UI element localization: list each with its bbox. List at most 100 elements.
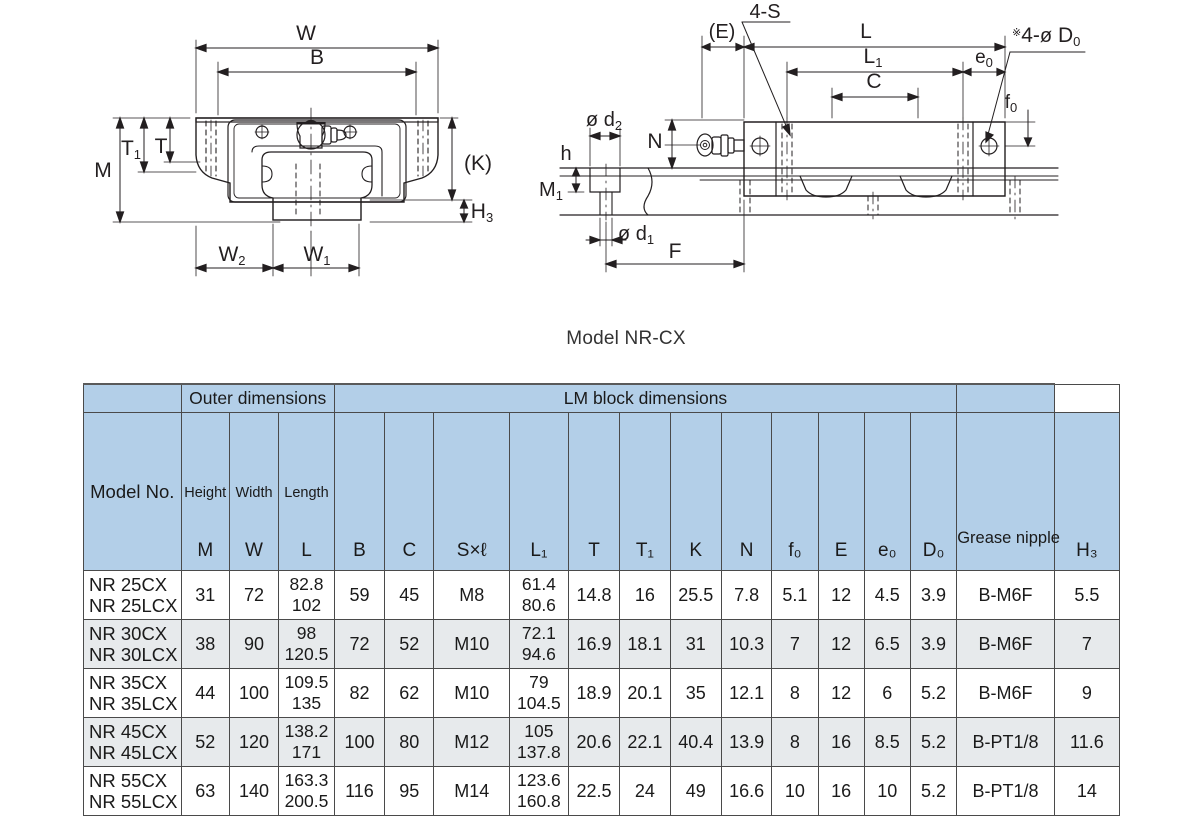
label-d1: ø d1 bbox=[618, 223, 654, 247]
cell-grease: B-M6F bbox=[956, 668, 1055, 718]
cell-W: 120 bbox=[228, 717, 280, 767]
cell-e0: 10 bbox=[863, 766, 911, 816]
label-T: T bbox=[155, 135, 168, 158]
cell-H3: 14 bbox=[1053, 766, 1121, 816]
front-view-drawing bbox=[112, 39, 473, 277]
cell-e0: 4.5 bbox=[863, 570, 911, 620]
cell-W: 140 bbox=[228, 766, 280, 816]
label-T1: T1 bbox=[121, 137, 141, 162]
cell-f0: 10 bbox=[771, 766, 819, 816]
col-header-e: E bbox=[817, 412, 865, 571]
cell-C: 52 bbox=[384, 619, 435, 669]
col-header-b: B bbox=[333, 412, 386, 571]
group-header-lm-block-dimensions: LM block dimensions bbox=[333, 383, 958, 413]
cell-K: 49 bbox=[669, 766, 722, 816]
cell-C: 95 bbox=[384, 766, 435, 816]
cell-Sxl: M10 bbox=[433, 668, 511, 718]
group-header-outer-dimensions: Outer dimensions bbox=[180, 383, 335, 413]
cell-f0: 8 bbox=[771, 668, 819, 718]
cell-E: 12 bbox=[817, 619, 865, 669]
label-M1: M1 bbox=[539, 179, 563, 203]
cell-T: 18.9 bbox=[567, 668, 621, 718]
cell-H3: 7 bbox=[1053, 619, 1121, 669]
label-F: F bbox=[669, 240, 682, 263]
cell-f0: 5.1 bbox=[771, 570, 819, 620]
cell-f0: 8 bbox=[771, 717, 819, 767]
label-L1: L1 bbox=[864, 45, 883, 70]
table-group-header-row: Outer dimensions LM block dimensions bbox=[83, 383, 1120, 413]
cell-N: 7.8 bbox=[720, 570, 773, 620]
cell-T: 22.5 bbox=[567, 766, 621, 816]
col-header-l1: L₁ bbox=[509, 412, 569, 571]
cell-E: 16 bbox=[817, 717, 865, 767]
cell-D0: 5.2 bbox=[909, 766, 958, 816]
cell-M: 52 bbox=[180, 717, 230, 767]
dimension-table-wrap: Outer dimensions LM block dimensions Mod… bbox=[83, 383, 1121, 816]
cell-E: 12 bbox=[817, 570, 865, 620]
label-W1: W1 bbox=[303, 243, 330, 268]
cell-B: 82 bbox=[333, 668, 386, 718]
cell-Sxl: M14 bbox=[433, 766, 511, 816]
cell-B: 59 bbox=[333, 570, 386, 620]
cell-C: 62 bbox=[384, 668, 435, 718]
cell-T1: 16 bbox=[619, 570, 671, 620]
cell-B: 72 bbox=[333, 619, 386, 669]
label-L: L bbox=[860, 20, 872, 43]
cell-N: 13.9 bbox=[720, 717, 773, 767]
cell-N: 16.6 bbox=[720, 766, 773, 816]
cell-W: 90 bbox=[228, 619, 280, 669]
label-4S: 4-S bbox=[749, 1, 780, 23]
cell-K: 40.4 bbox=[669, 717, 722, 767]
label-d2: ø d2 bbox=[586, 109, 622, 133]
label-C: C bbox=[866, 70, 881, 93]
label-f0: f0 bbox=[1005, 92, 1018, 115]
label-W2: W2 bbox=[218, 243, 245, 268]
cell-grease: B-PT1/8 bbox=[956, 766, 1055, 816]
cell-Sxl: M8 bbox=[433, 570, 511, 620]
cell-T1: 22.1 bbox=[619, 717, 671, 767]
cell-C: 80 bbox=[384, 717, 435, 767]
cell-E: 16 bbox=[817, 766, 865, 816]
cell-M: 44 bbox=[180, 668, 230, 718]
col-header-h3: H₃ bbox=[1053, 412, 1121, 571]
label-4-D0: ※4-ø D0 bbox=[1012, 24, 1080, 49]
label-E: (E) bbox=[709, 21, 736, 43]
cell-T1: 18.1 bbox=[619, 619, 671, 669]
label-M: M bbox=[94, 159, 112, 182]
label-H3: H3 bbox=[471, 200, 493, 225]
cell-M: 31 bbox=[180, 570, 230, 620]
col-header-k: K bbox=[669, 412, 722, 571]
cell-grease: B-PT1/8 bbox=[956, 717, 1055, 767]
cell-D0: 5.2 bbox=[909, 668, 958, 718]
cell-E: 12 bbox=[817, 668, 865, 718]
col-header-e0: e₀ bbox=[863, 412, 911, 571]
cell-H3: 5.5 bbox=[1053, 570, 1121, 620]
cell-T: 20.6 bbox=[567, 717, 621, 767]
cell-C: 45 bbox=[384, 570, 435, 620]
group-header-blank-left bbox=[83, 383, 182, 413]
cell-N: 10.3 bbox=[720, 619, 773, 669]
cell-D0: 3.9 bbox=[909, 570, 958, 620]
label-N: N bbox=[647, 130, 662, 153]
cell-T1: 20.1 bbox=[619, 668, 671, 718]
cell-W: 72 bbox=[228, 570, 280, 620]
cell-D0: 5.2 bbox=[909, 717, 958, 767]
group-header-blank-right bbox=[956, 383, 1055, 413]
cell-e0: 6.5 bbox=[863, 619, 911, 669]
col-header-t1: T₁ bbox=[619, 412, 671, 571]
cell-e0: 8.5 bbox=[863, 717, 911, 767]
